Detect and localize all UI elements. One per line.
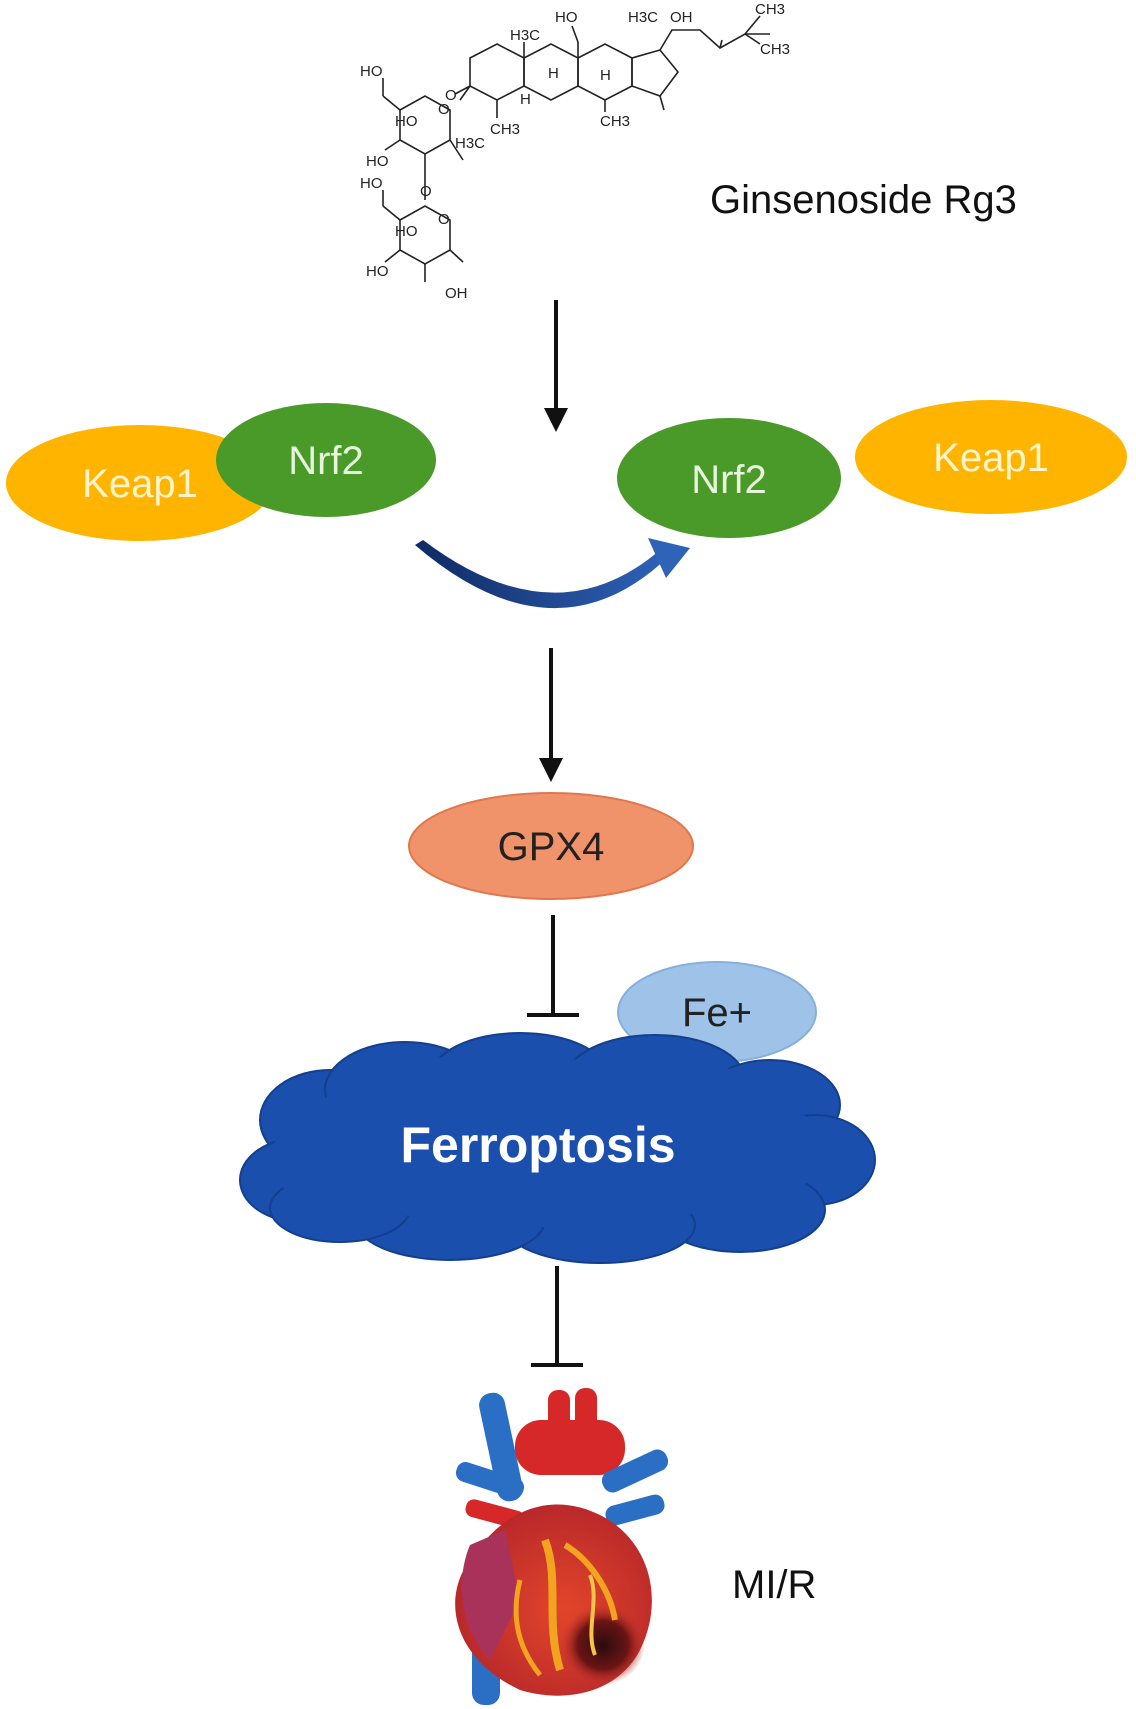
atom-ch3-c: CH3 xyxy=(600,113,630,130)
atom-h3c-b: H3C xyxy=(510,27,540,44)
outcome-label: MI/R xyxy=(732,1563,816,1607)
atom-o-ring1: O xyxy=(438,101,450,118)
iron-label: Fe+ xyxy=(682,991,752,1035)
atom-h-b: H xyxy=(600,67,611,84)
ferroptosis-cloud-fill xyxy=(270,1051,820,1227)
inhibition-bar-1 xyxy=(527,915,579,1017)
keap1-free-oval xyxy=(855,400,1127,514)
gpx4-label: GPX4 xyxy=(498,825,605,869)
atom-o-link1: O xyxy=(445,87,457,104)
inhibition-bar-2 xyxy=(531,1266,583,1367)
atom-o-ring2: O xyxy=(438,211,450,228)
keap1-bound-oval xyxy=(6,425,274,541)
compound-label: Ginsenoside Rg3 xyxy=(710,178,1017,222)
atom-ho-s2a: HO xyxy=(360,175,383,192)
atom-ch3-d: CH3 xyxy=(490,121,520,138)
ginsenoside-rg3-structure xyxy=(382,15,770,282)
atom-ch3-b: CH3 xyxy=(760,41,790,58)
gpx4-oval xyxy=(408,792,694,900)
ferroptosis-label: Ferroptosis xyxy=(400,1117,675,1173)
atom-ho-s1a: HO xyxy=(360,63,383,80)
heart-illustration xyxy=(455,1388,669,1705)
atom-h-c: H xyxy=(520,91,531,108)
atom-ho-s1c: HO xyxy=(366,153,389,170)
atom-h3c-a: H3C xyxy=(628,9,658,26)
ginsenoside-rg3-atom-labels: HO OH H3C H3C H3C CH3 CH3 CH3 CH3 H H H … xyxy=(360,1,790,302)
nrf2-bound-label: Nrf2 xyxy=(288,439,364,483)
nrf2-free-label: Nrf2 xyxy=(691,458,767,502)
nrf2-bound-oval xyxy=(216,403,436,517)
atom-ho-s2b: HO xyxy=(395,223,418,240)
atom-ho-top: HO xyxy=(555,9,578,26)
atom-ho-s1b: HO xyxy=(395,113,418,130)
dissociation-curved-arrow xyxy=(415,538,690,609)
atom-o-link2: O xyxy=(420,183,432,200)
keap1-free-label: Keap1 xyxy=(933,436,1049,480)
nrf2-free-oval xyxy=(617,418,841,538)
atom-h-a: H xyxy=(548,65,559,82)
atom-oh-s2: OH xyxy=(445,285,468,302)
atom-oh-side: OH xyxy=(670,9,693,26)
keap1-bound-label: Keap1 xyxy=(82,462,198,506)
atom-h3c-c: H3C xyxy=(455,135,485,152)
atom-ch3-a: CH3 xyxy=(755,1,785,18)
atom-ho-s2c: HO xyxy=(366,263,389,280)
